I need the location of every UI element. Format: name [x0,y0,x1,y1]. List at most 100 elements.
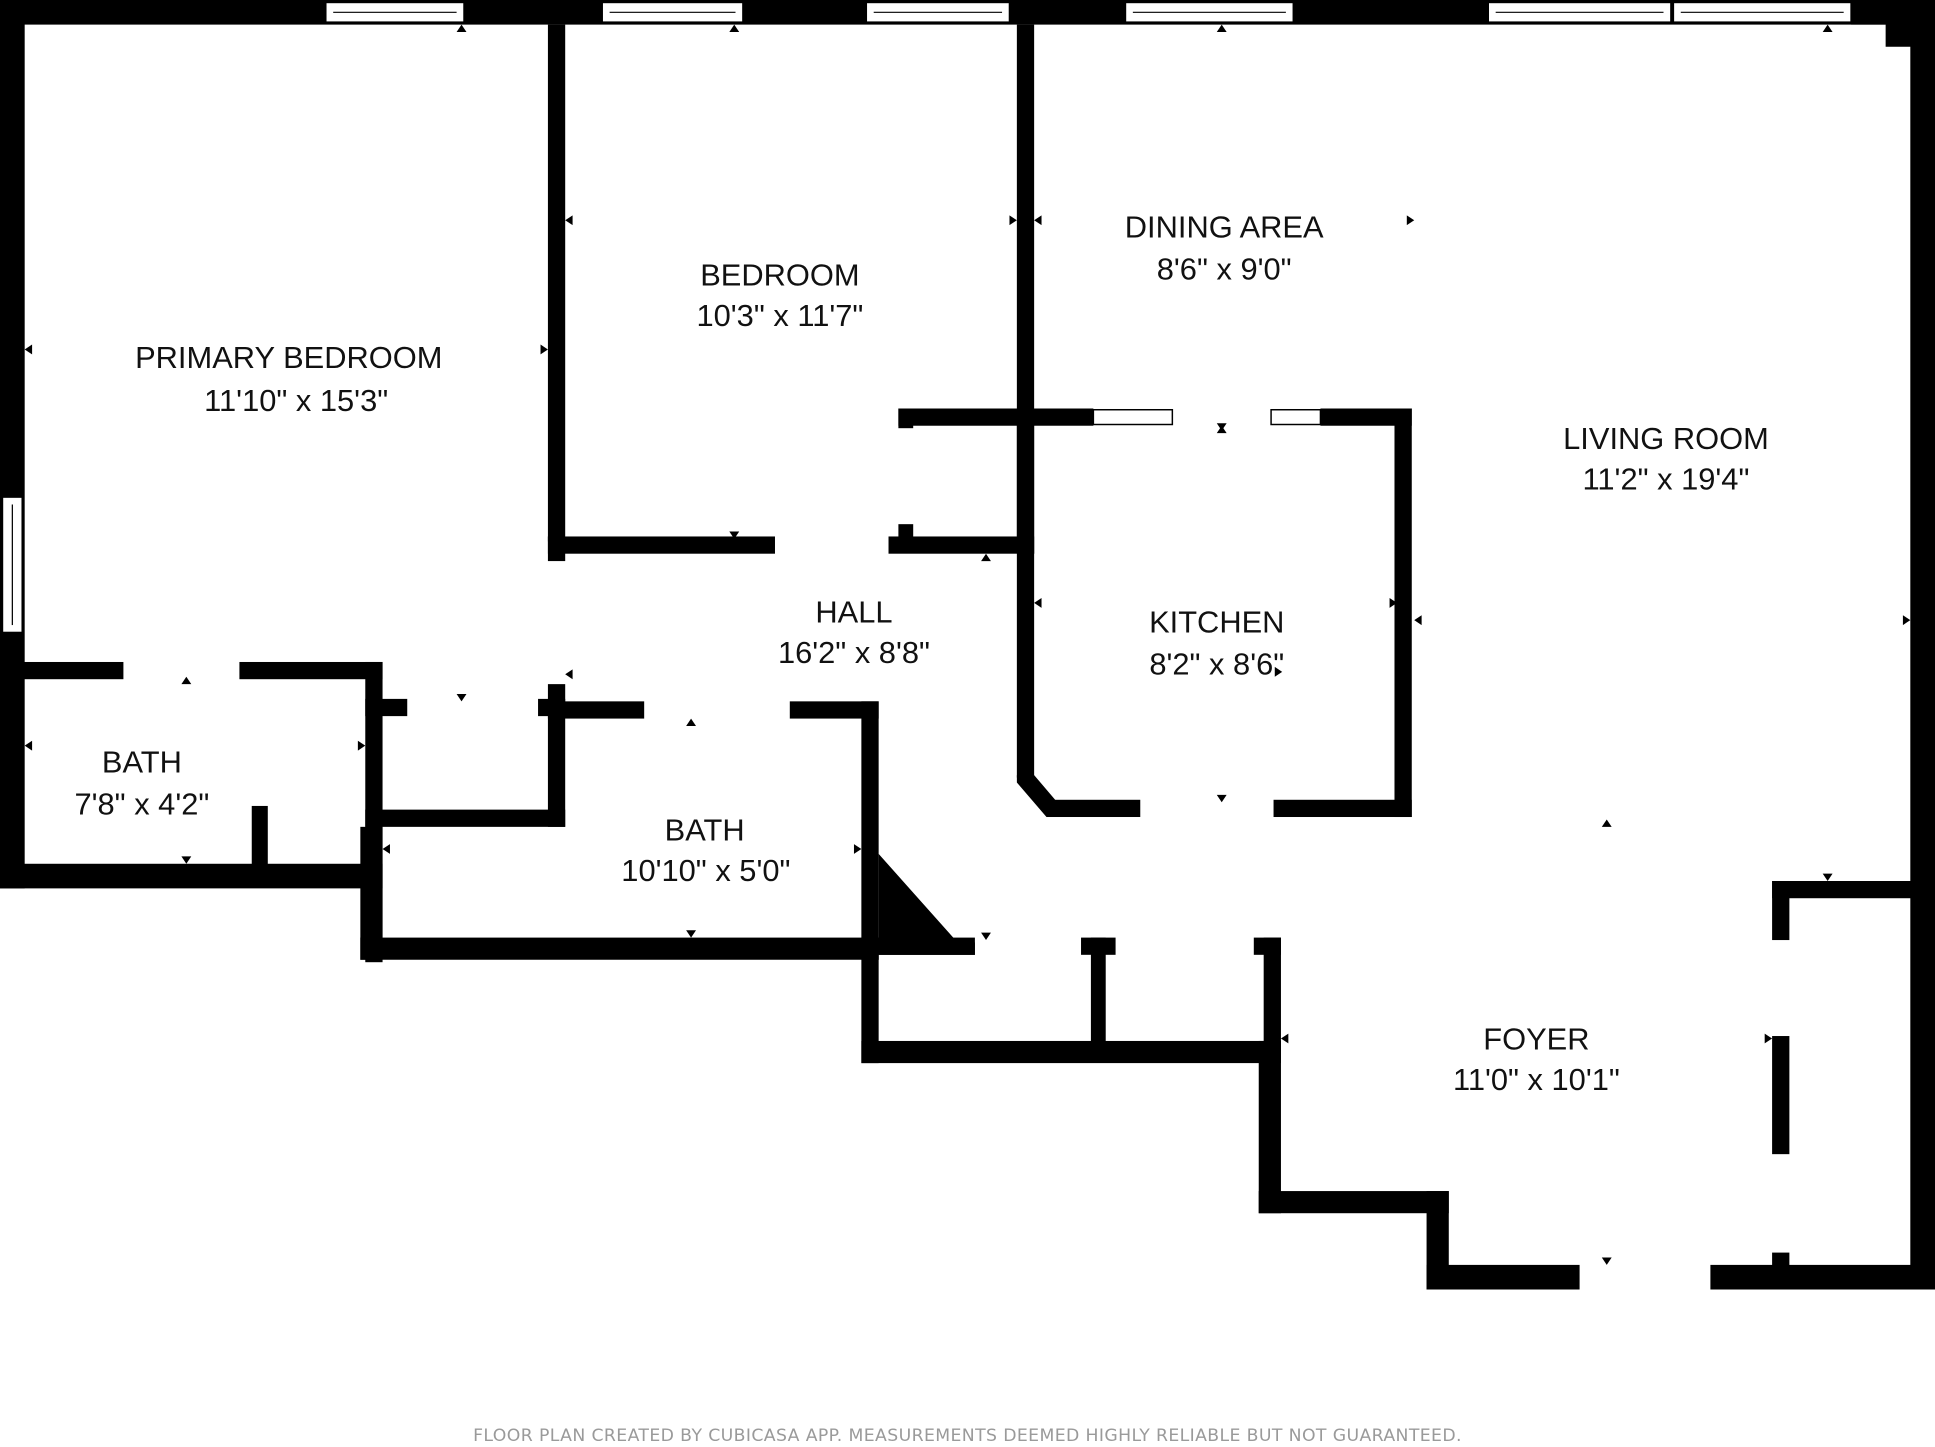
marker-right-icon [1389,597,1397,608]
wall-kitchen-south-right [1273,799,1412,818]
marker-up-icon [181,676,192,685]
wall-kitchen-top-right [1320,408,1412,426]
room-labels: PRIMARY BEDROOM 11'10" x 15'3" BEDROOM 1… [74,210,1768,1098]
room-name: BEDROOM [700,258,859,293]
marker-up-icon [1216,24,1227,32]
marker-left-icon [565,669,573,680]
room-dimensions: 11'2" x 19'4" [1583,462,1750,497]
window-primary-bedroom-west [1,496,23,634]
window-primary-bedroom [325,1,465,23]
room-name: LIVING ROOM [1563,421,1769,456]
wall-bedroom-south-right [888,536,1035,554]
room-kitchen: KITCHEN 8'2" x 8'6" [1149,604,1284,681]
marker-down-icon [1822,873,1833,881]
wall-closets-top-left [861,937,975,955]
room-bedroom: BEDROOM 10'3" x 11'7" [696,258,863,334]
wall-hall-west-stub [547,536,566,562]
wall-foyer-south-right [1710,1264,1935,1290]
wall-closets-divider [1090,937,1106,1051]
wall-closets-west [861,937,879,1064]
marker-up-icon [456,24,467,32]
disclaimer-text: FLOOR PLAN CREATED BY CUBICASA APP. MEAS… [473,1426,1462,1446]
wall-bath1-top-left [0,661,124,680]
marker-left-icon [1414,615,1422,626]
window-living-1 [1487,1,1672,23]
window-dining [1124,1,1295,23]
room-hall: HALL 16'2" x 8'8" [778,595,930,671]
marker-right-icon [357,740,366,751]
marker-right-icon [1406,215,1415,226]
marker-left-icon [382,844,390,854]
marker-right-icon [853,844,862,854]
wall-bath1-stub [251,805,268,880]
room-dimensions: 8'2" x 8'6" [1149,646,1284,681]
room-bath-2: BATH 10'10" x 5'0" [621,812,790,888]
marker-right-icon [1009,215,1017,226]
wall-closet-left-top [898,408,914,429]
wall-bath2-west [360,826,383,960]
room-dimensions: 10'10" x 5'0" [621,853,790,888]
marker-right-icon [1902,615,1911,626]
window-living-2 [1672,1,1852,23]
wall-foyer-step [1258,1191,1449,1214]
marker-down-icon [1216,794,1227,803]
wall-closet2-top-left [365,698,408,717]
marker-down-icon [729,531,740,539]
room-foyer: FOYER 11'0" x 10'1" [1453,1022,1620,1098]
marker-up-icon [729,24,740,32]
wall-left [0,0,25,889]
room-name: FOYER [1483,1022,1589,1057]
room-name: PRIMARY BEDROOM [135,340,442,375]
room-name: DINING AREA [1125,210,1324,245]
marker-left-icon [24,740,33,751]
wall-foyer-south-left [1426,1264,1580,1290]
marker-up-icon [1601,819,1612,827]
marker-up-icon [1216,425,1227,434]
room-living-room: LIVING ROOM 11'2" x 19'4" [1563,421,1769,497]
wall-foyer-west [1258,1040,1281,1214]
room-name: BATH [102,745,182,780]
marker-up-icon [686,718,697,726]
marker-left-icon [1034,215,1042,226]
wall-bedroom-south-left [547,536,775,554]
wall-right [1910,24,1935,1290]
wall-closet-left-bottom [898,524,914,549]
wall-closet3-west-mid [1772,1036,1790,1155]
room-dimensions: 16'2" x 8'8" [778,635,930,670]
marker-up-icon [1822,24,1833,32]
window-bedroom-1 [601,1,744,23]
wall-closet3-top [1772,880,1935,899]
room-dining-area: DINING AREA 8'6" x 9'0" [1125,210,1324,287]
room-dimensions: 11'10" x 15'3" [204,383,388,418]
wall-bath1-south [0,863,383,889]
wall-kitchen-chamfer [1016,775,1056,818]
wall-bath2-top-right [789,701,879,719]
room-name: BATH [665,812,745,847]
wall-kitchen-east [1394,408,1412,818]
marker-left-icon [1034,597,1042,608]
wall-kitchen-south-left [1046,799,1141,818]
marker-right-icon [540,344,548,355]
wall-closet2-east [547,684,566,827]
marker-right-icon [1764,1033,1773,1044]
marker-down-icon [456,693,467,702]
wall-bath2-east [861,701,879,960]
windows [1,1,1852,634]
wall-bath1-top-right [239,661,383,680]
marker-down-icon [1601,1257,1612,1265]
marker-down-icon [981,932,991,941]
wall-bath2-south [360,937,879,960]
wall-closet3-west-bottom [1772,1252,1790,1290]
room-dimensions: 10'3" x 11'7" [696,298,863,333]
dimension-markers [24,24,1911,1265]
wall-kitchen-west [1016,408,1035,778]
marker-left-icon [24,344,33,355]
marker-left-icon [1280,1033,1289,1044]
room-dimensions: 8'6" x 9'0" [1157,251,1292,286]
marker-up-icon [981,553,991,562]
walls [0,0,1935,1290]
wall-closet3-west-top [1772,880,1790,941]
room-name: HALL [815,595,892,630]
wall-closet2-south [365,809,566,827]
